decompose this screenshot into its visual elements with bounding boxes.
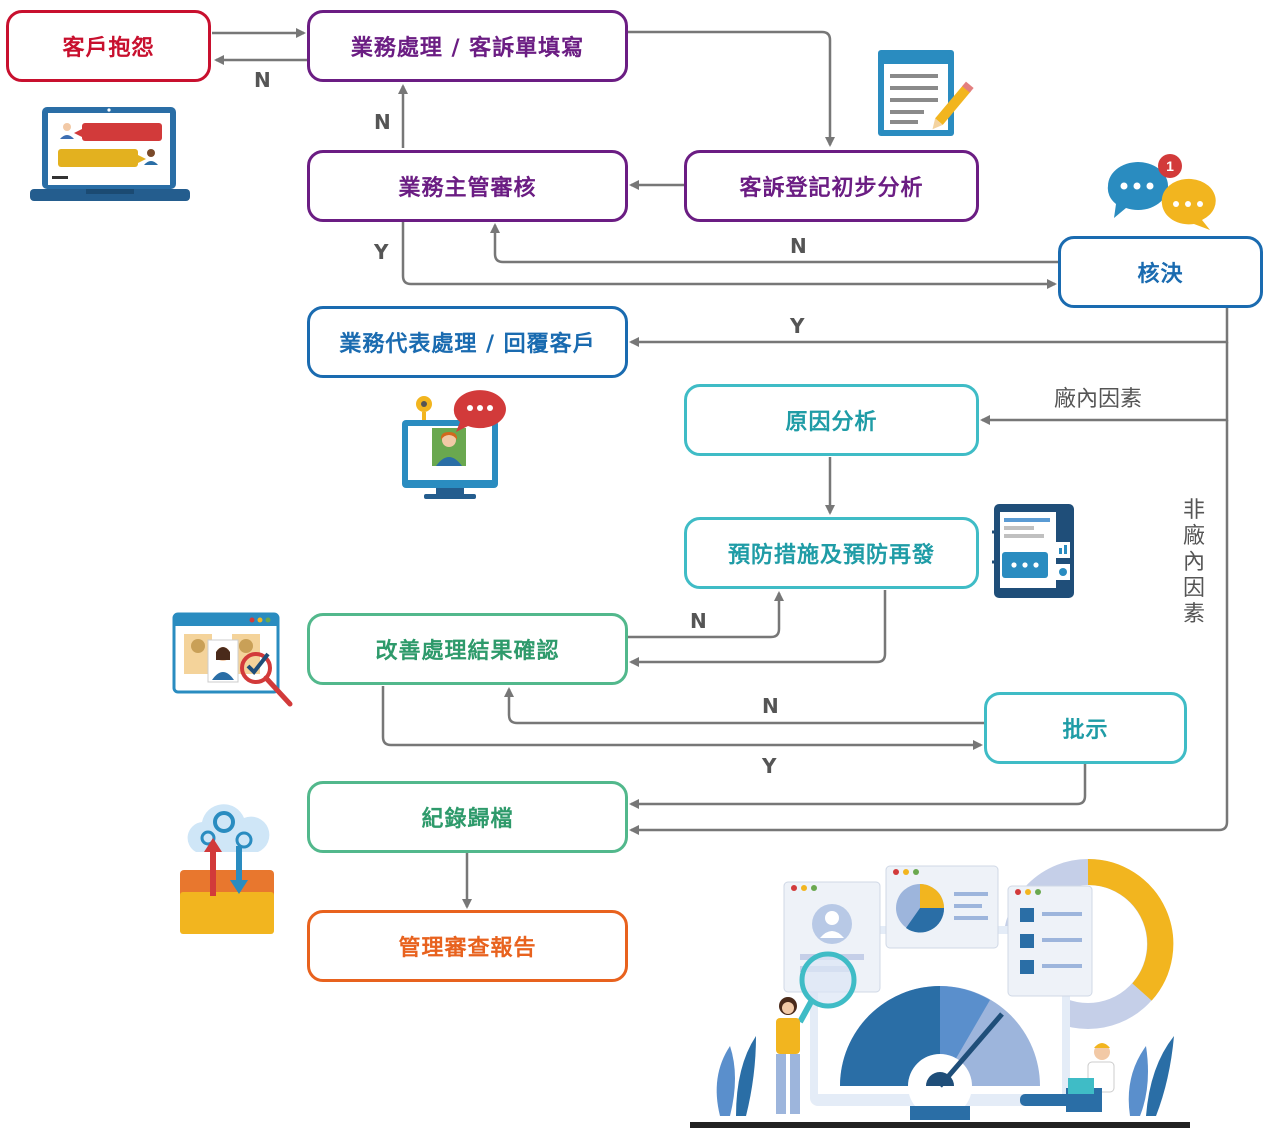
node-customer-complaint: 客戶抱怨: [6, 10, 211, 82]
node-archive: 紀錄歸檔: [307, 781, 628, 853]
label-y-approval: Y: [762, 754, 777, 778]
arrow-approval-to-improve: [504, 687, 984, 725]
node-rep-reply: 業務代表處理 / 回覆客戶: [307, 306, 628, 378]
label-n-improve: N: [690, 609, 707, 633]
node-improve-confirm: 改善處理結果確認: [307, 613, 628, 685]
node-cause-analysis: 原因分析: [684, 384, 979, 456]
notification-badge-count: 1: [1166, 158, 1174, 174]
label-internal-factor: 廠內因素: [1054, 387, 1143, 412]
arrow-improve-to-prevention: [628, 591, 784, 639]
node-management-review: 管理審查報告: [307, 910, 628, 982]
node-approval: 批示: [984, 692, 1187, 764]
node-prevention: 預防措施及預防再發: [684, 517, 979, 589]
label-n-decision: N: [790, 234, 807, 258]
cloud-folder-sync-icon: [180, 804, 274, 934]
label-y-manager: Y: [374, 240, 389, 264]
candidate-review-magnifier-icon: [172, 612, 293, 707]
arrow-improve-to-approval: [381, 686, 983, 750]
label-n-approval: N: [762, 694, 779, 718]
node-manager-review: 業務主管審核: [307, 150, 628, 222]
label-n-complaint: N: [254, 68, 271, 92]
arrow-handling-to-register: [628, 30, 835, 147]
label-n-manager-up: N: [374, 110, 391, 134]
chat-bubbles-notification-icon: 1: [1107, 154, 1216, 230]
mobile-dashboard-icon: [992, 504, 1074, 598]
node-complaint-register: 客訴登記初步分析: [684, 150, 979, 222]
arrow-manager-to-decision: [401, 222, 1057, 289]
arrow-prevention-to-improve: [629, 590, 887, 667]
label-external-factor: 非廠內因素: [1182, 498, 1205, 627]
document-pencil-icon: [878, 50, 974, 136]
label-y-decision: Y: [790, 314, 805, 338]
video-call-monitor-icon: [402, 390, 506, 499]
laptop-chat-icon: [30, 107, 190, 201]
arrow-decision-to-archive: [629, 420, 1229, 835]
analytics-dashboard-illustration: [690, 858, 1190, 1128]
arrow-approval-to-archive: [629, 764, 1087, 809]
arrow-decision-to-rep: [629, 308, 1229, 347]
node-business-handling-form: 業務處理 / 客訴單填寫: [307, 10, 628, 82]
arrow-decision-to-manager: [490, 223, 1060, 264]
node-decision: 核決: [1058, 236, 1263, 308]
